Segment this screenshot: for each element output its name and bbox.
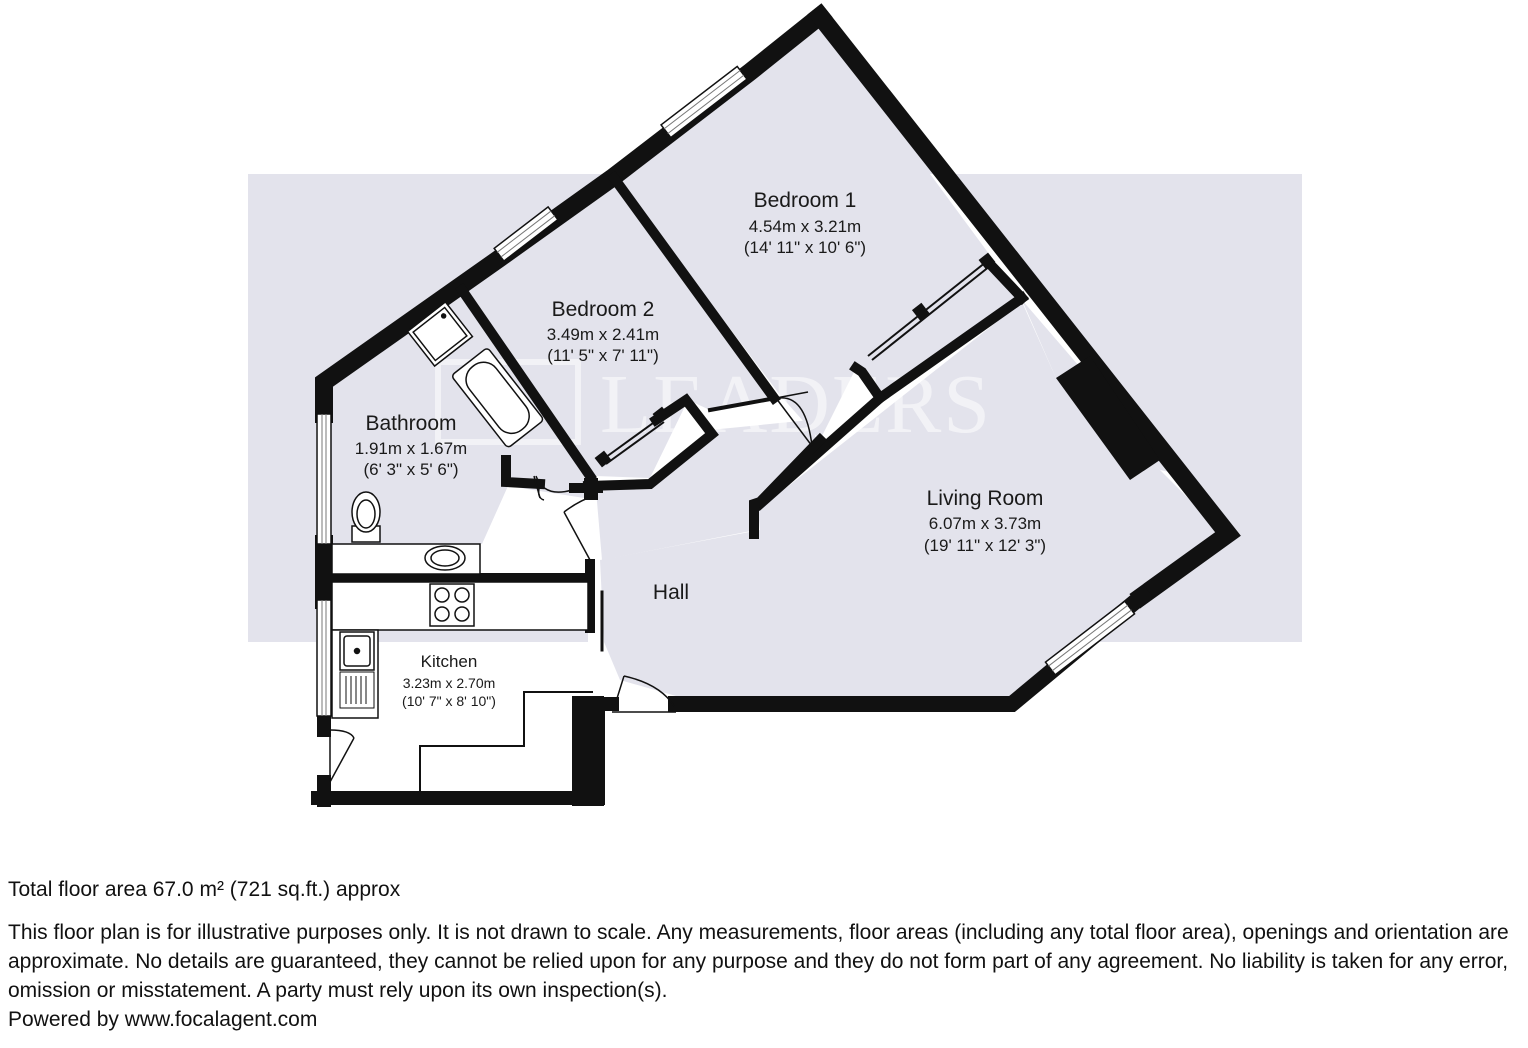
windows (316, 65, 1136, 717)
floor-plan: LEADERS (248, 3, 1302, 807)
total-floor-area: Total floor area 67.0 m² (721 sq.ft.) ap… (8, 878, 401, 901)
bedroom1-name: Bedroom 1 (754, 189, 857, 212)
kitchen-metric: 3.23m x 2.70m (403, 675, 496, 691)
watermark: LEADERS (600, 358, 992, 451)
bedroom2-name: Bedroom 2 (552, 298, 655, 321)
structural-column (1056, 356, 1160, 480)
bedroom2-imperial: (11' 5" x 7' 11") (547, 346, 658, 365)
kitchen-fixtures (331, 581, 589, 719)
bedroom2-metric: 3.49m x 2.41m (547, 325, 659, 344)
drainer (339, 671, 375, 709)
living-floor (604, 300, 1302, 700)
room-labels: Bedroom 1 4.54m x 3.21m (14' 11" x 10' 6… (355, 189, 1046, 709)
bathroom-metric: 1.91m x 1.67m (355, 439, 467, 458)
powered-by-text: Powered by www.focalagent.com (8, 1008, 318, 1031)
bedroom1-metric: 4.54m x 3.21m (749, 217, 861, 236)
kitchen-name: Kitchen (421, 652, 478, 671)
doors (329, 391, 813, 783)
living-name: Living Room (927, 487, 1044, 510)
toilet-icon (351, 491, 381, 543)
footer: Total floor area 67.0 m² (721 sq.ft.) ap… (8, 876, 1520, 1034)
bedroom1-imperial: (14' 11" x 10' 6") (744, 238, 866, 257)
kitchen-imperial: (10' 7" x 8' 10") (402, 693, 496, 709)
bedroom1-floor (618, 22, 1018, 440)
wardrobe-doors (594, 252, 996, 468)
shower-tray-icon (406, 300, 474, 368)
bathroom-name: Bathroom (365, 412, 456, 435)
hall-name: Hall (653, 581, 689, 604)
living-metric: 6.07m x 3.73m (929, 514, 1041, 533)
internal-walls (325, 171, 1030, 793)
bath-icon (452, 348, 544, 448)
disclaimer-text: This floor plan is for illustrative purp… (8, 921, 1509, 1002)
bathroom-fixtures (331, 300, 544, 575)
living-imperial: (19' 11" x 12' 3") (924, 536, 1046, 555)
hall-floor (596, 420, 820, 560)
bathroom-imperial: (6' 3" x 5' 6") (363, 460, 458, 479)
